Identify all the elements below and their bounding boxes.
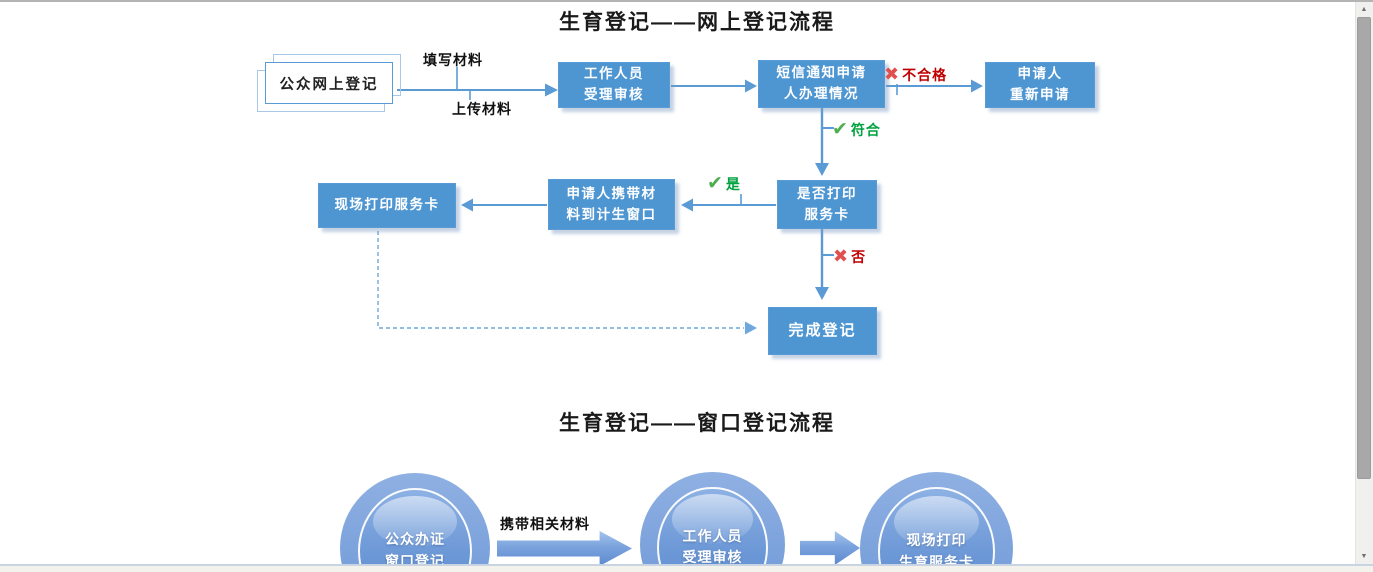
- box-sms-notify: 短信通知申请 人办理情况: [758, 60, 885, 108]
- box-reapply: 申请人 重新申请: [985, 62, 1095, 108]
- arrowhead-start-to-review: [545, 83, 558, 97]
- label-fill-materials: 填写材料: [423, 52, 483, 68]
- circle-window-register-inner: 公众办证 窗口登记: [358, 488, 472, 572]
- label-unqualified: 不合格: [902, 66, 948, 83]
- label-qualified-group: ✔ 符合: [832, 118, 881, 141]
- label-no-group: ✖ 否: [833, 246, 866, 267]
- arrowhead-review-to-sms: [745, 79, 757, 93]
- online-flow-title: 生育登记——网上登记流程: [559, 11, 835, 34]
- box-complete-register: 完成登记: [768, 307, 877, 355]
- scroll-down-icon: ▼: [1360, 553, 1368, 560]
- cross-icon: ✖: [833, 246, 849, 266]
- box-public-online-register: 公众网上登记: [265, 62, 393, 104]
- box-onsite-print-card: 现场打印服务卡: [318, 183, 456, 228]
- circle-staff-review-inner: 工作人员 受理审核: [657, 486, 768, 572]
- page-bottom-divider: [0, 564, 1373, 566]
- arrowhead-decision-to-bring: [681, 198, 693, 212]
- label-no: 否: [851, 248, 867, 265]
- window-flow-title: 生育登记——窗口登记流程: [559, 412, 835, 435]
- circle-onsite-print-inner: 现场打印 生育服务卡: [878, 487, 995, 572]
- arrowhead-bring-to-onsite: [461, 198, 473, 212]
- cross-icon: ✖: [884, 64, 900, 84]
- box-bring-materials: 申请人携带材 料到计生窗口: [548, 179, 675, 230]
- arrowhead-sms-to-reapply: [971, 79, 983, 93]
- label-qualified: 符合: [850, 121, 881, 138]
- window-top-border: [0, 0, 1373, 2]
- label-unqualified-group: ✖ 不合格: [884, 64, 947, 85]
- check-icon: ✔: [707, 173, 723, 194]
- label-yes: 是: [725, 175, 741, 192]
- scroll-down-button[interactable]: ▼: [1355, 549, 1373, 564]
- page-bottom-strip: [0, 566, 1373, 572]
- edge-onsite-to-complete-dashed: [377, 231, 744, 329]
- scroll-up-button[interactable]: ▲: [1355, 2, 1373, 17]
- arrowhead-decision-to-complete: [815, 287, 829, 300]
- check-icon: ✔: [832, 119, 848, 140]
- arrowhead-onsite-to-complete: [745, 321, 757, 335]
- label-bring-related-materials: 携带相关材料: [500, 516, 590, 532]
- box-staff-review: 工作人员 受理审核: [558, 62, 670, 108]
- arrowhead-sms-to-decision: [815, 163, 829, 176]
- circle-staff-review-label: 工作人员 受理审核: [682, 527, 743, 566]
- label-upload-materials: 上传材料: [452, 101, 512, 117]
- label-yes-group: ✔ 是: [707, 172, 741, 195]
- vertical-scrollbar-thumb[interactable]: [1357, 17, 1371, 479]
- scroll-up-icon: ▲: [1360, 6, 1368, 13]
- box-print-decision: 是否打印 服务卡: [777, 180, 877, 229]
